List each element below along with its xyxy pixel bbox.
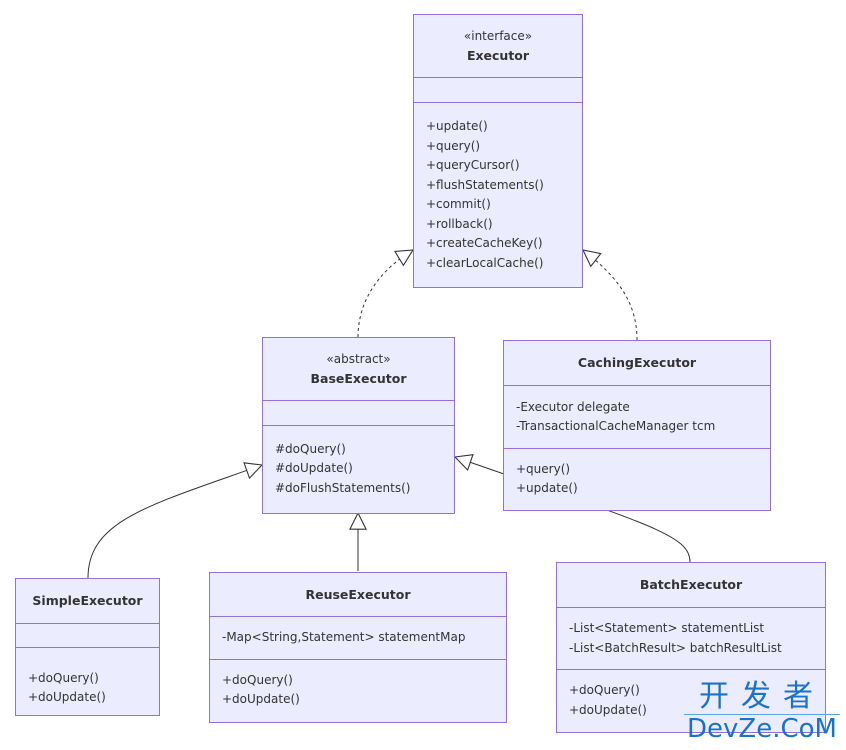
attribute: -Executor delegate bbox=[516, 399, 630, 414]
attribute: -Map<String,Statement> statementMap bbox=[222, 630, 466, 645]
attribute: -List<Statement> statementList bbox=[569, 621, 765, 635]
attribute: -List<BatchResult> batchResultList bbox=[569, 640, 782, 655]
attributes-section: -Map<String,Statement> statementMap bbox=[210, 617, 506, 660]
class-executor[interactable]: «interface» Executor +update() +query() … bbox=[413, 14, 583, 288]
class-name: BaseExecutor bbox=[310, 371, 407, 386]
methods-section: +query() +update() bbox=[504, 449, 770, 509]
method: +doUpdate() bbox=[222, 692, 300, 706]
class-name: SimpleExecutor bbox=[32, 593, 143, 608]
stereotype-label: «interface» bbox=[463, 29, 533, 43]
method: +query() bbox=[426, 138, 481, 153]
class-header: SimpleExecutor bbox=[16, 579, 159, 624]
method: +commit() bbox=[426, 197, 491, 211]
class-base-executor[interactable]: «abstract» BaseExecutor #doQuery() #doUp… bbox=[262, 337, 455, 514]
class-header: BatchExecutor bbox=[557, 563, 825, 608]
class-name: ReuseExecutor bbox=[305, 586, 411, 602]
attributes-section bbox=[263, 401, 454, 426]
class-caching-executor[interactable]: CachingExecutor -Executor delegate -Tran… bbox=[503, 340, 771, 511]
watermark-line1: 开发者 bbox=[699, 679, 825, 714]
class-header: CachingExecutor bbox=[504, 341, 770, 386]
class-name: Executor bbox=[466, 48, 530, 63]
method: +flushStatements() bbox=[426, 177, 544, 192]
methods-section: +doQuery() +doUpdate() bbox=[557, 670, 825, 731]
edge-simple-to-base bbox=[87, 465, 262, 579]
attributes-section bbox=[414, 78, 582, 103]
watermark-line2: DevZe.CoM bbox=[684, 714, 840, 743]
methods-section: #doQuery() #doUpdate() #doFlushStatement… bbox=[263, 426, 454, 512]
method: +doUpdate() bbox=[569, 702, 647, 717]
methods-section: +update() +query() +queryCursor() +flush… bbox=[414, 103, 582, 287]
method: #doQuery() bbox=[275, 441, 346, 456]
methods-section: +doQuery() +doUpdate() bbox=[16, 648, 159, 714]
method: #doFlushStatements() bbox=[275, 480, 411, 495]
stereotype-label: «abstract» bbox=[326, 352, 391, 366]
class-reuse-executor[interactable]: ReuseExecutor -Map<String,Statement> sta… bbox=[209, 572, 507, 723]
edge-base-to-executor bbox=[357, 250, 413, 338]
method: +doQuery() bbox=[28, 670, 99, 685]
class-header: «abstract» BaseExecutor bbox=[263, 338, 454, 401]
attributes-section: -Executor delegate -TransactionalCacheMa… bbox=[504, 386, 770, 449]
class-name: BatchExecutor bbox=[639, 577, 743, 592]
class-header: «interface» Executor bbox=[414, 15, 582, 78]
method: +createCacheKey() bbox=[426, 236, 543, 250]
method: +queryCursor() bbox=[426, 158, 520, 172]
attributes-section: -List<Statement> statementList -List<Bat… bbox=[557, 608, 825, 670]
attributes-section bbox=[16, 624, 159, 648]
class-simple-executor[interactable]: SimpleExecutor +doQuery() +doUpdate() bbox=[15, 578, 160, 716]
attribute: -TransactionalCacheManager tcm bbox=[516, 419, 716, 433]
method: +doUpdate() bbox=[28, 690, 106, 704]
method: +rollback() bbox=[426, 216, 493, 231]
method: +doQuery() bbox=[222, 672, 293, 687]
method: #doUpdate() bbox=[275, 461, 353, 476]
method: +update() bbox=[516, 481, 578, 495]
method: +doQuery() bbox=[569, 683, 640, 697]
methods-section: +doQuery() +doUpdate() bbox=[210, 660, 506, 720]
class-name: CachingExecutor bbox=[577, 355, 697, 370]
method: +clearLocalCache() bbox=[426, 255, 544, 270]
method: +query() bbox=[516, 461, 571, 476]
method: +update() bbox=[426, 119, 488, 133]
edge-caching-to-executor bbox=[583, 250, 638, 341]
class-header: ReuseExecutor bbox=[210, 573, 506, 617]
watermark-logo: 开发者 DevZe.CoM bbox=[684, 680, 840, 743]
class-batch-executor[interactable]: BatchExecutor -List<Statement> statement… bbox=[556, 562, 826, 733]
